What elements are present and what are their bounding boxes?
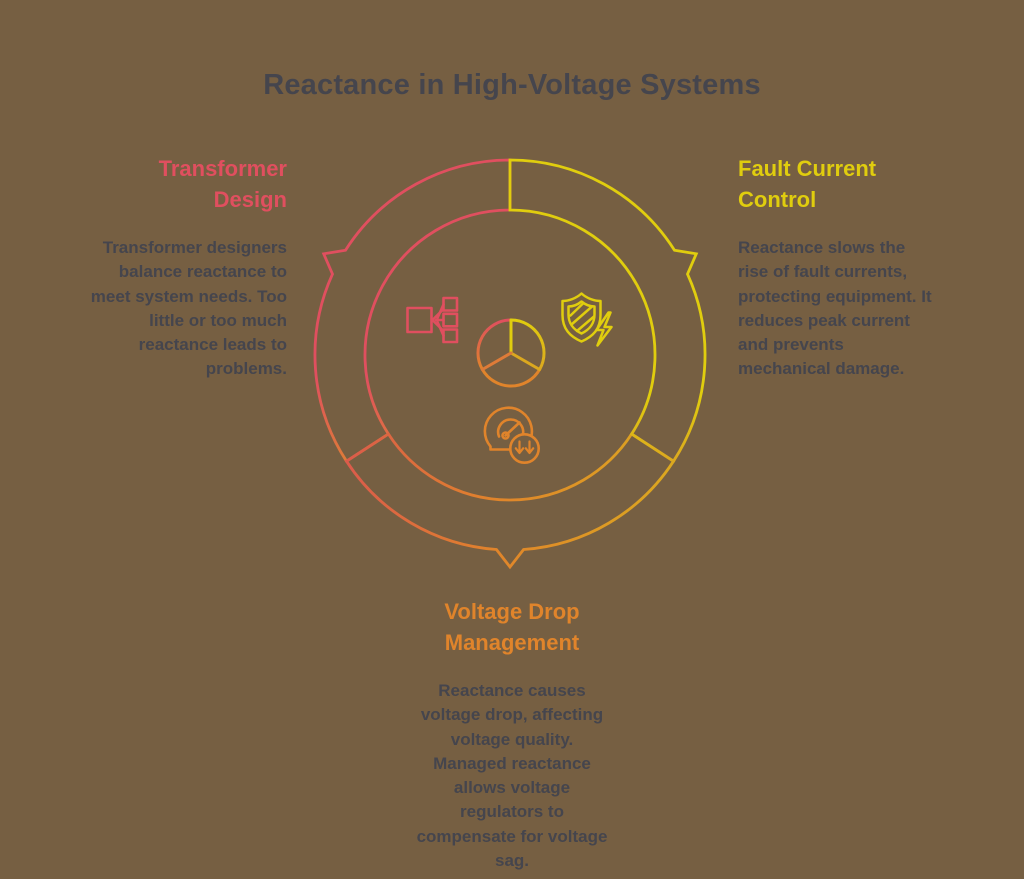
section-fault-current-control: Fault Current Control Reactance slows th…	[738, 153, 963, 382]
section-voltage-drop-management: Voltage Drop Management Reactance causes…	[382, 596, 642, 873]
gauge-voltage-drop-icon	[483, 406, 540, 464]
transformer-design-arc	[313, 158, 512, 464]
section-transformer-design: Transformer Design Transformer designers…	[27, 153, 287, 382]
voltage-drop-arc	[344, 432, 676, 570]
gauge-dial-arc	[496, 418, 525, 438]
shield-lightning-icon	[561, 292, 613, 347]
voltage-drop-management-heading: Voltage Drop Management	[444, 599, 580, 655]
merge-flowchart-icon	[406, 296, 459, 344]
pie-left-spoke	[480, 351, 513, 371]
flowchart-main-square	[406, 306, 433, 334]
fault-current-control-heading: Fault Current Control	[738, 156, 877, 212]
pie-bottom-arc	[480, 368, 542, 388]
pie-left-arc	[476, 318, 513, 371]
flowchart-small-square-bottom	[442, 328, 459, 344]
fault-current-control-arc	[508, 158, 707, 464]
voltage-drop-management-body: Reactance causes voltage drop, affecting…	[416, 681, 608, 871]
transformer-design-body: Transformer designers balance reactance …	[90, 238, 287, 379]
voltage-drop-badge	[508, 432, 540, 464]
voltage-drop-arrows	[514, 440, 535, 455]
flowchart-small-square-middle	[442, 312, 459, 328]
shield-hatch-lines	[569, 302, 596, 333]
gauge-needle-hub	[501, 431, 510, 440]
transformer-design-heading: Transformer Design	[158, 156, 287, 212]
pie-right-arc	[509, 318, 546, 371]
flowchart-small-square-top	[442, 296, 459, 312]
gauge-body	[483, 406, 534, 451]
page-title: Reactance in High-Voltage Systems	[263, 69, 761, 101]
pie-right-spoke	[509, 351, 542, 371]
fault-current-control-body: Reactance slows the rise of fault curren…	[738, 238, 932, 379]
lightning-bolt	[595, 311, 613, 347]
center-pie-icon	[476, 318, 546, 388]
shield-outline	[561, 292, 602, 343]
